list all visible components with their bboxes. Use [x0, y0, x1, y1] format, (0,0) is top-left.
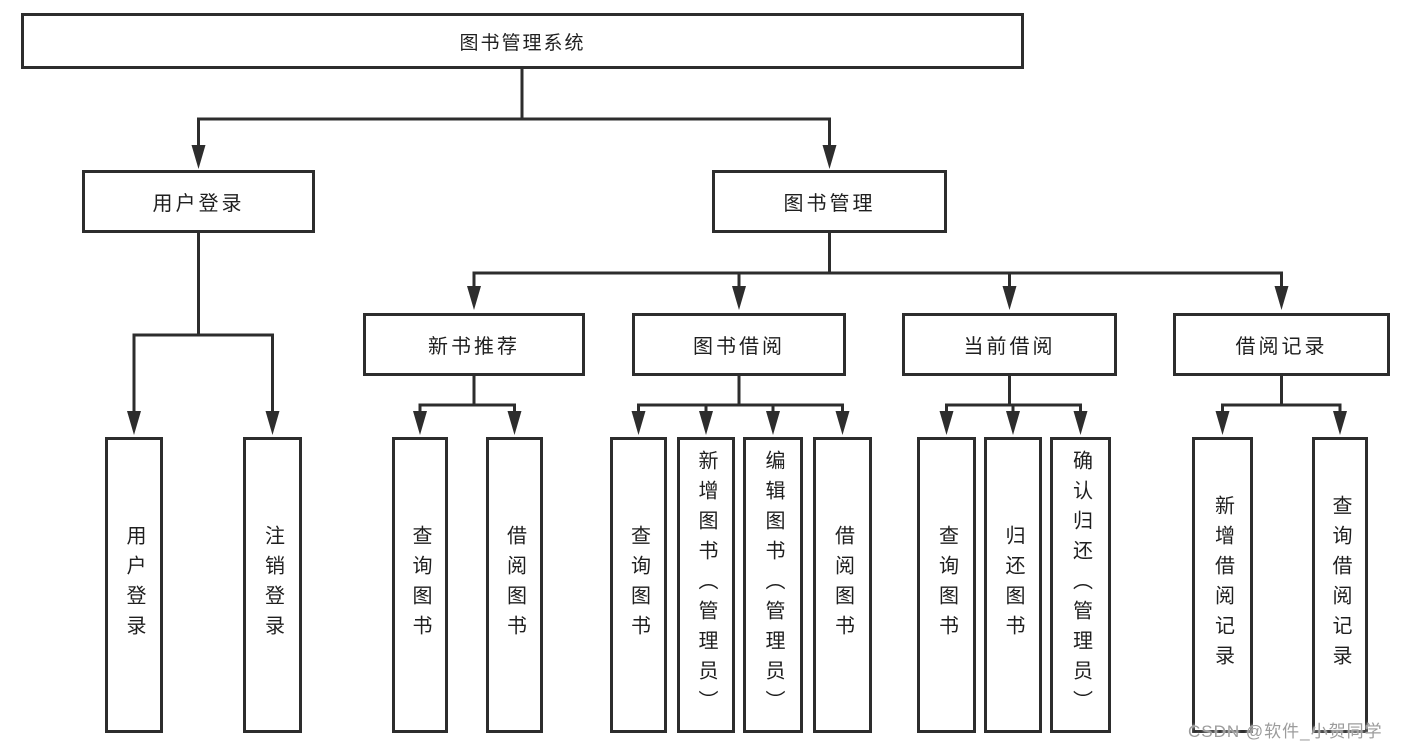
node-label: 图书管理	[783, 193, 876, 215]
watermark: CSDN @软件_小贺同学	[1188, 722, 1383, 741]
arrow-down-icon	[467, 286, 481, 310]
node-label: 借阅记录	[1235, 336, 1328, 358]
leaf-add-borrow-record: 新增借阅记录	[1192, 437, 1253, 733]
leaf-query-books-borrow: 查询图书	[610, 437, 667, 733]
arrow-down-icon	[413, 411, 427, 435]
node-label: 新书推荐	[428, 336, 520, 358]
node-new-book-recommend: 新书推荐	[363, 313, 585, 376]
arrow-down-icon	[1274, 286, 1289, 310]
leaf-query-books-current: 查询图书	[917, 437, 976, 733]
leaf-borrow-books-recommend: 借阅图书	[486, 437, 543, 733]
node-label: 图书借阅	[693, 336, 785, 358]
node-book-management: 图书管理	[712, 170, 947, 233]
leaf-label: 查询图书	[409, 525, 431, 645]
arrow-down-icon	[265, 411, 280, 435]
leaf-label: 编辑图书（管理员）	[762, 450, 784, 720]
leaf-label: 新增图书（管理员）	[695, 450, 717, 720]
arrow-down-icon	[732, 286, 746, 310]
leaf-logout: 注销登录	[243, 437, 302, 733]
arrow-down-icon	[766, 411, 780, 435]
leaf-borrow-books-borrow: 借阅图书	[813, 437, 872, 733]
arrow-down-icon	[507, 411, 522, 435]
arrow-down-icon	[1006, 411, 1020, 435]
leaf-label: 借阅图书	[503, 525, 526, 645]
leaf-label: 归还图书	[1002, 525, 1024, 645]
leaf-label: 查询借阅记录	[1329, 495, 1351, 675]
arrow-down-icon	[1073, 411, 1088, 435]
arrow-down-icon	[127, 411, 141, 435]
leaf-add-book-admin: 新增图书（管理员）	[677, 437, 735, 733]
leaf-label: 查询图书	[627, 525, 650, 645]
node-label: 当前借阅	[963, 336, 1056, 358]
arrow-down-icon	[822, 145, 837, 169]
leaf-query-books-recommend: 查询图书	[392, 437, 448, 733]
leaf-label: 查询图书	[935, 525, 958, 645]
arrow-down-icon	[631, 411, 646, 435]
leaf-edit-book-admin: 编辑图书（管理员）	[743, 437, 803, 733]
node-book-borrow: 图书借阅	[632, 313, 846, 376]
arrow-down-icon	[1215, 411, 1230, 435]
leaf-user-login: 用户登录	[105, 437, 163, 733]
leaf-label: 注销登录	[261, 525, 284, 645]
arrow-down-icon	[1002, 286, 1017, 310]
arrow-down-icon	[939, 411, 954, 435]
node-library-system: 图书管理系统	[21, 13, 1024, 69]
leaf-return-book: 归还图书	[984, 437, 1042, 733]
leaf-query-borrow-record: 查询借阅记录	[1312, 437, 1368, 733]
node-current-borrow: 当前借阅	[902, 313, 1117, 376]
arrow-down-icon	[191, 145, 206, 169]
node-label: 图书管理系统	[459, 32, 586, 54]
arrowheads	[127, 145, 1347, 435]
arrow-down-icon	[835, 411, 850, 435]
leaf-label: 确认归还（管理员）	[1069, 450, 1092, 720]
leaf-label: 用户登录	[123, 525, 145, 645]
connector-paths	[132, 69, 1342, 413]
node-user-login: 用户登录	[82, 170, 315, 233]
node-borrow-records: 借阅记录	[1173, 313, 1390, 376]
leaf-label: 新增借阅记录	[1211, 495, 1234, 675]
leaf-confirm-return-admin: 确认归还（管理员）	[1050, 437, 1111, 733]
arrow-down-icon	[699, 411, 713, 435]
node-label: 用户登录	[152, 193, 245, 215]
leaf-label: 借阅图书	[831, 525, 854, 645]
arrow-down-icon	[1333, 411, 1347, 435]
